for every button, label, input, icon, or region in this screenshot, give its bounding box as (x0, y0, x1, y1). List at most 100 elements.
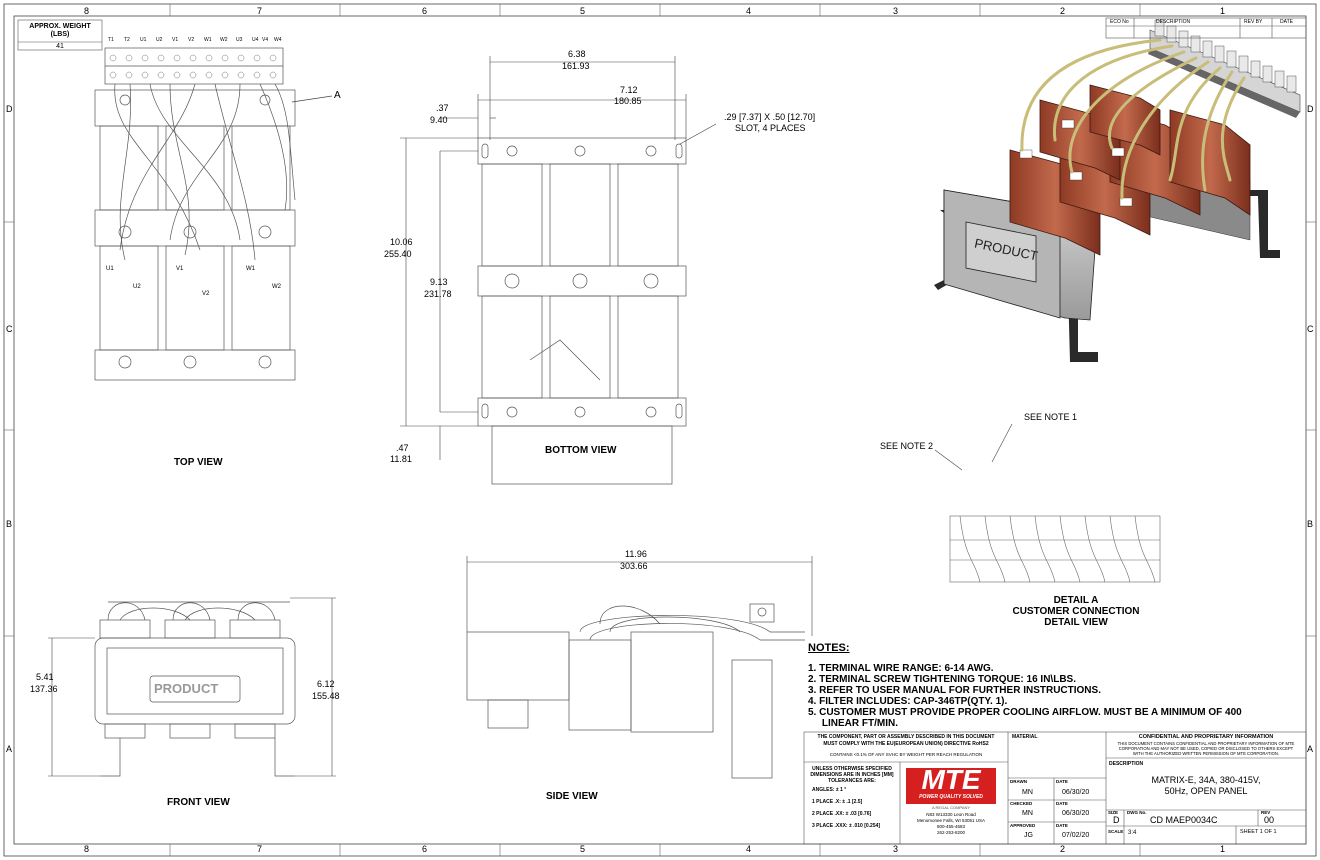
mte-logo-mark (906, 768, 996, 804)
slot-note: SLOT, 4 PLACES (735, 123, 806, 133)
detail-a-leader (291, 95, 333, 103)
weight-value: 41 (56, 43, 64, 50)
tolerance-angles: ANGLES: ± 1 ° (812, 787, 847, 793)
confidential-line-2: CORPORATION AND MAY NOT BE USED, COPIED … (1118, 746, 1294, 751)
note-item: 3. REFER TO USER MANUAL FOR FURTHER INST… (808, 685, 1101, 696)
detail-a-subtitle-2: DETAIL VIEW (1044, 617, 1108, 628)
row-label-c-right: C (1307, 324, 1314, 334)
note-item: LINEAR FT/MIN. (808, 718, 898, 729)
dim-front-height-in: 5.41 (36, 672, 54, 682)
checked-by: MN (1022, 810, 1033, 817)
column-label-4: 4 (746, 6, 752, 16)
see-note-2: SEE NOTE 2 (880, 441, 934, 451)
rev-table-revby-header: REV BY (1244, 19, 1263, 25)
material-label: MATERIAL (1012, 734, 1038, 740)
column-label-8: 8 (84, 6, 90, 16)
side-view-drawing (466, 603, 805, 779)
checked-label: CHECKED (1010, 801, 1033, 806)
confidential-line-1: THIS DOCUMENT CONTAINS CONFIDENTIAL AND … (1117, 741, 1295, 746)
note-item: 2. TERMINAL SCREW TIGHTENING TORQUE: 16 … (808, 674, 1076, 685)
dim-width-mm: 161.93 (562, 61, 590, 71)
dim-depth-in: 11.96 (625, 549, 647, 559)
description-label: DESCRIPTION (1109, 761, 1144, 767)
rev-label: REV (1261, 810, 1271, 815)
dim-depth-mm: 303.66 (620, 561, 648, 571)
terminal-label: V2 (188, 37, 195, 43)
tolerance-header-2: DIMENSIONS ARE IN INCHES [MM] (810, 772, 894, 778)
company-phone-2: 262-253-8200 (936, 830, 966, 835)
terminal-label: U4 (252, 37, 259, 43)
approved-date-label: DATE (1056, 823, 1068, 828)
side-view-title: SIDE VIEW (546, 791, 598, 802)
column-label-2: 2 (1060, 6, 1066, 16)
company-tagline: POWER QUALITY SOLVED (919, 794, 983, 800)
drawing-number: CD MAEP0034C (1150, 815, 1218, 825)
front-view-drawing (94, 601, 296, 777)
approved-date: 07/02/20 (1062, 832, 1090, 839)
tolerance-3-place: 3 PLACE .XXX: ± .010 [0.254] (812, 823, 881, 829)
terminal-label: T2 (124, 37, 130, 43)
checked-date-label: DATE (1056, 801, 1068, 806)
rohs-notice-2: MUST COMPLY WITH THE EU(EUROPEAN UNION) … (823, 741, 989, 747)
row-label-a: A (6, 744, 13, 754)
company-logo: MTE (921, 764, 981, 795)
approved-label: APPROVED (1010, 823, 1036, 828)
row-label-a-right: A (1307, 744, 1314, 754)
company-sub: A REGAL COMPANY (931, 805, 970, 810)
rohs-notice-1: THE COMPONENT, PART OR ASSEMBLY DESCRIBE… (817, 734, 995, 740)
weight-label: APPROX. WEIGHT (LBS) (29, 23, 91, 38)
drawn-label: DRAWN (1010, 779, 1027, 784)
column-label-3: 3 (893, 6, 899, 16)
dim-offset-mm: 9.40 (430, 115, 448, 125)
terminal-label: W4 (274, 37, 282, 43)
confidential-line-3: WITH THE AUTHORIZED WRITTEN PERMISSION O… (1132, 751, 1280, 756)
drawing-scale: 3:4 (1128, 830, 1137, 836)
terminal-label: U3 (236, 37, 243, 43)
detail-a-title: DETAIL A (1053, 595, 1099, 606)
company-phone-1: 800-455-4683 (936, 824, 966, 829)
dim-slot-pitch-mm: 180.85 (614, 96, 642, 106)
column-label-1-bottom: 1 (1220, 844, 1226, 854)
dwg-number-label: DWG No. (1127, 810, 1147, 815)
top-view-title: TOP VIEW (174, 457, 223, 468)
column-label-3-bottom: 3 (893, 844, 899, 854)
bottom-view-dimension-lines (400, 56, 717, 460)
sheet-count: SHEET 1 OF 1 (1240, 829, 1277, 835)
coil-label-v2: V2 (202, 291, 210, 297)
dim-foot-in: .47 (396, 443, 409, 453)
dim-overall-height-in: 6.12 (317, 679, 335, 689)
row-label-d-right: D (1307, 104, 1314, 114)
dim-front-height-mm: 137.36 (30, 684, 58, 694)
drawn-date-label: DATE (1056, 779, 1068, 784)
dim-mount-pitch-mm: 231.78 (424, 289, 452, 299)
scale-label: SCALE (1108, 829, 1124, 834)
terminal-label: W1 (204, 37, 212, 43)
tolerance-1-place: 1 PLACE .X: ± .1 [2.5] (812, 799, 863, 805)
terminal-label: U2 (156, 37, 163, 43)
top-view-drawing (94, 47, 296, 381)
notes-title: NOTES: (808, 642, 850, 654)
dim-height-in: 10.06 (390, 237, 413, 247)
detail-a-subtitle-1: CUSTOMER CONNECTION (1012, 606, 1140, 617)
title-block-grid (17, 17, 1307, 845)
column-label-6-bottom: 6 (422, 844, 428, 854)
top-view-terminal-cells (109, 54, 277, 79)
terminal-label: T1 (108, 37, 114, 43)
see-note-leaders (934, 423, 1013, 471)
column-label-6: 6 (422, 6, 428, 16)
front-product-label: PRODUCT (154, 681, 219, 696)
note-item: 5. CUSTOMER MUST PROVIDE PROPER COOLING … (808, 707, 1242, 718)
terminal-label: U1 (140, 37, 147, 43)
company-address-2: Menomonee Falls, WI 53051 USA (916, 818, 986, 823)
dim-width-in: 6.38 (568, 49, 586, 59)
side-view-dimension-lines (466, 556, 813, 636)
approved-by: JG (1024, 832, 1033, 839)
column-label-7: 7 (257, 6, 263, 16)
column-label-5-bottom: 5 (580, 844, 586, 854)
description-line-2: 50Hz, OPEN PANEL (1164, 786, 1248, 796)
sheet-size: D (1113, 815, 1120, 825)
tolerance-header-1: UNLESS OTHERWISE SPECIFIED (812, 766, 892, 772)
coil-label-w2: W2 (272, 284, 281, 290)
size-label: SIZE (1108, 810, 1119, 815)
